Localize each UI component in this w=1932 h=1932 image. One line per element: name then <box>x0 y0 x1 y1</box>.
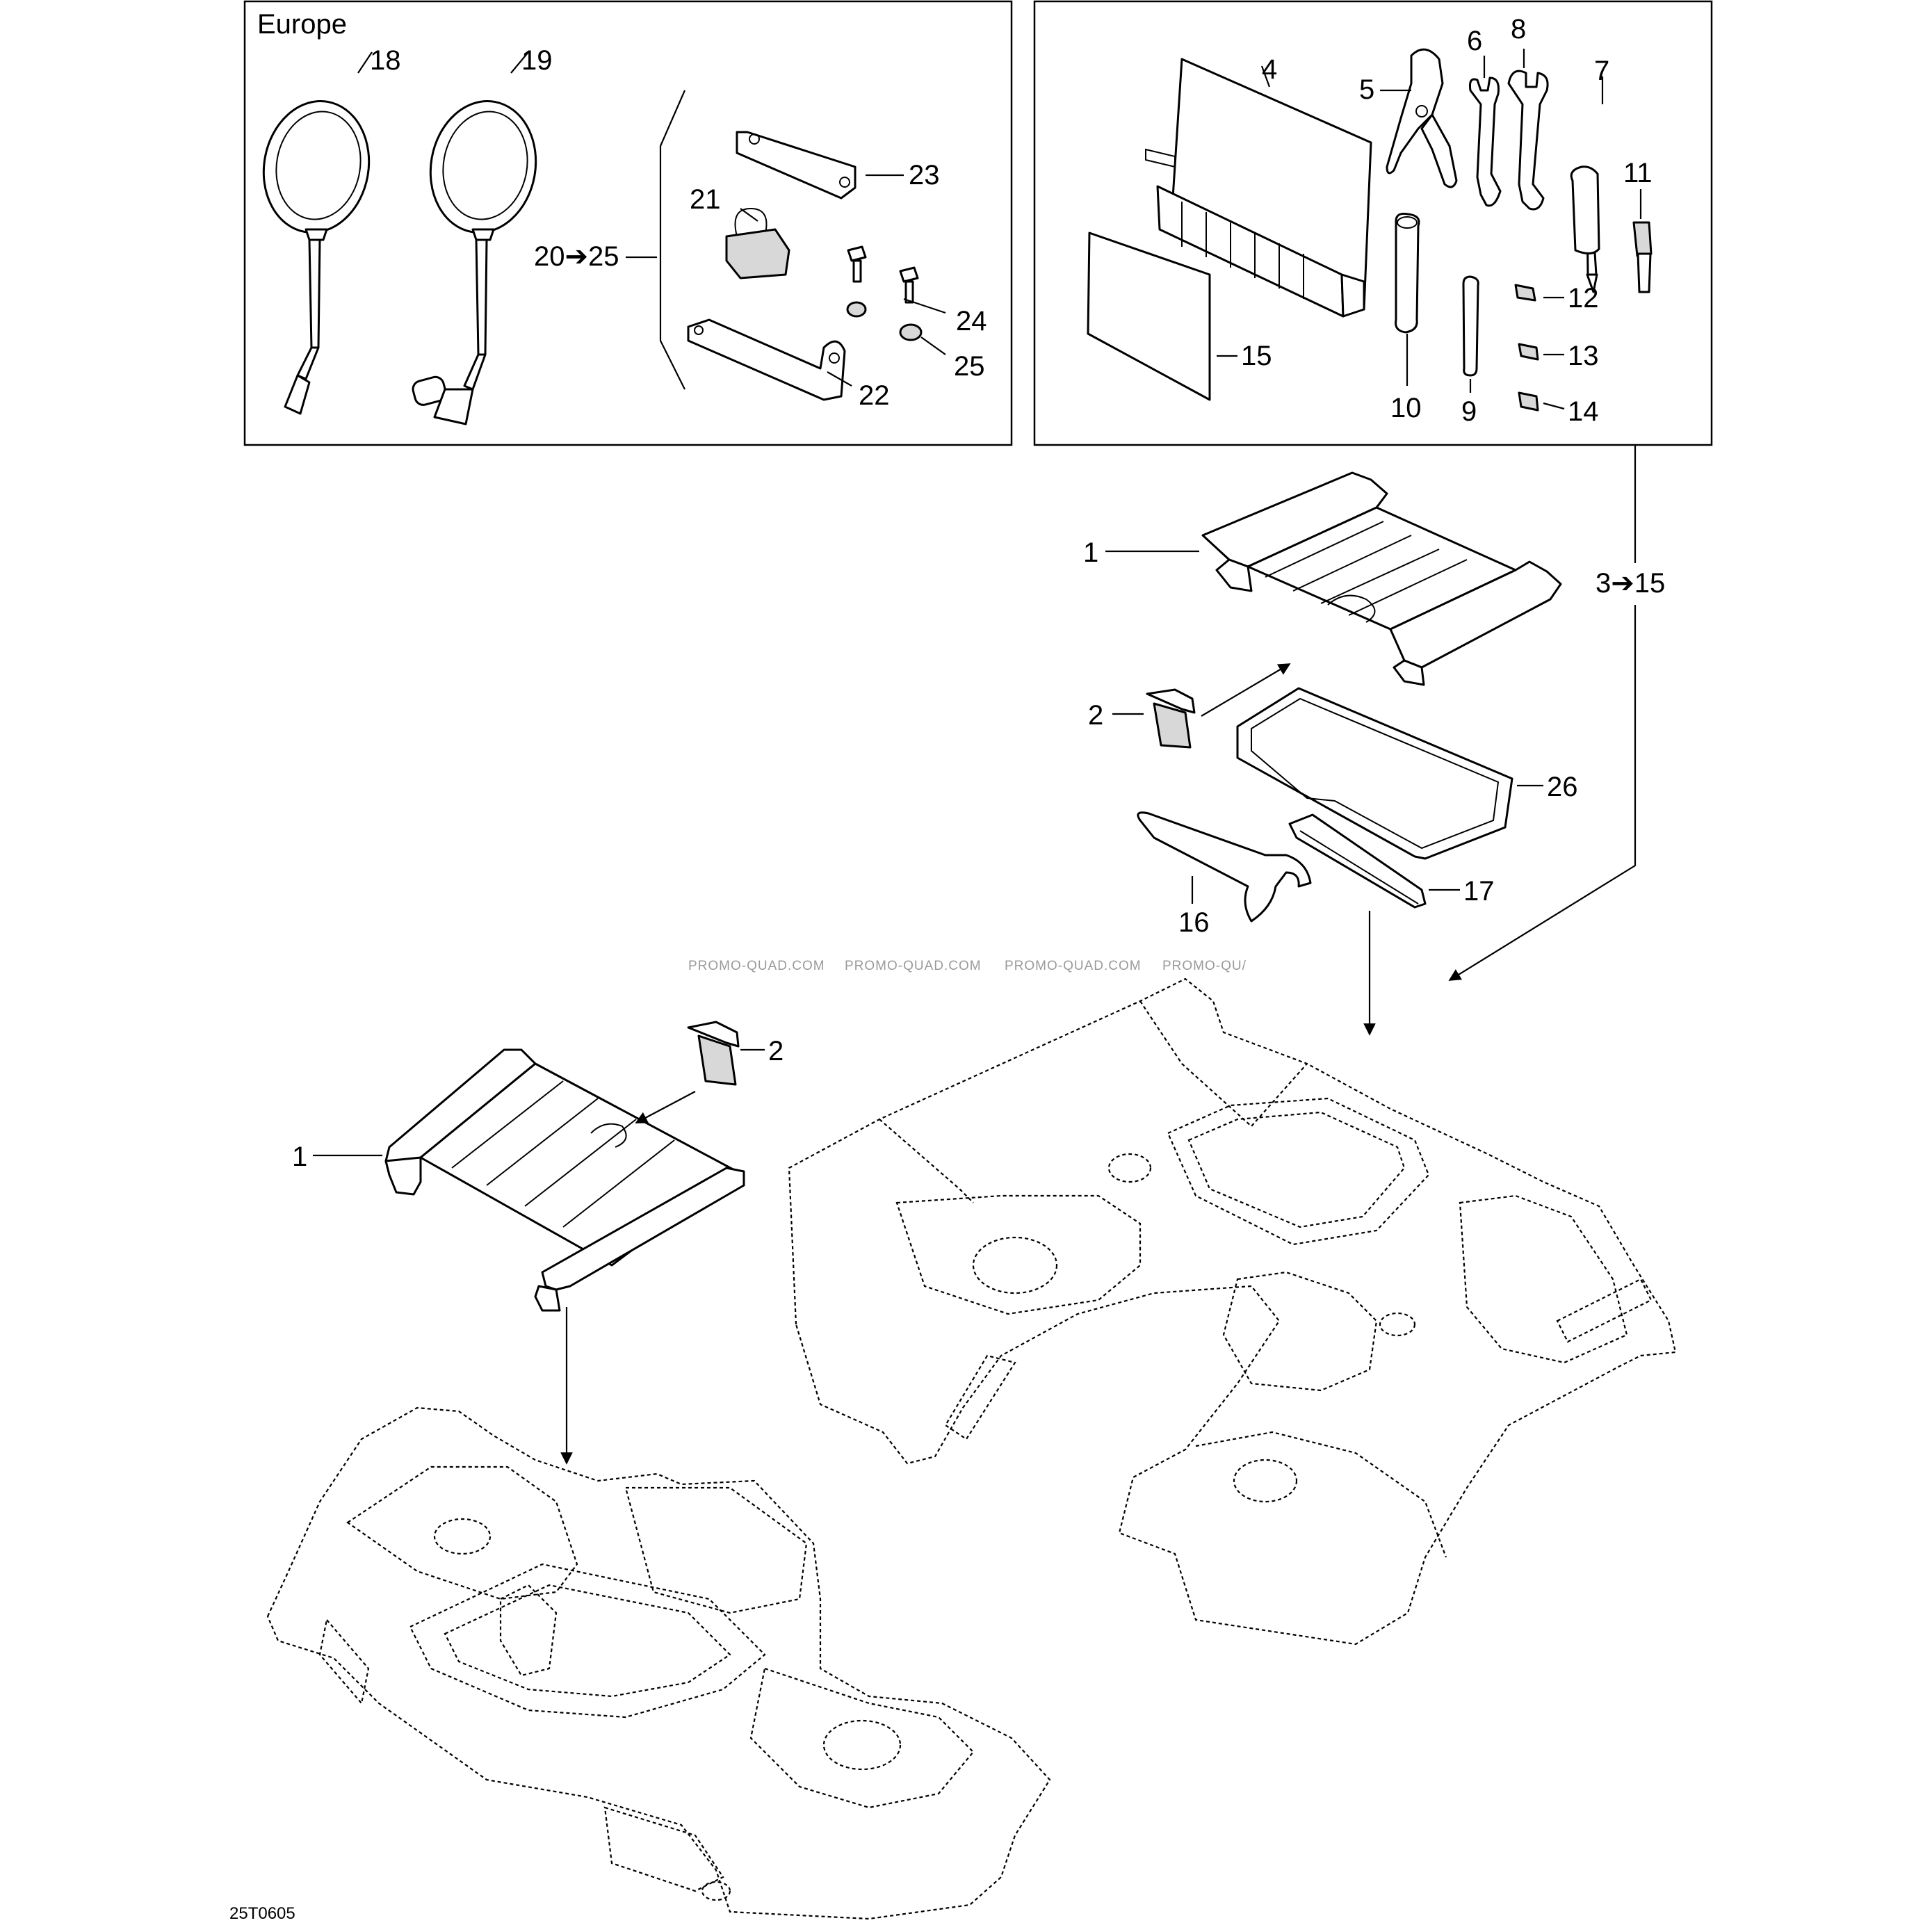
callout-3-15: 3➔15 <box>1596 568 1665 599</box>
callout-14: 14 <box>1568 396 1599 427</box>
part-4-tool-bag <box>1145 58 1372 318</box>
toolkit-frame <box>1033 0 1713 446</box>
part-7-screwdriver <box>1570 165 1600 293</box>
part-12-fuse <box>1514 284 1536 302</box>
watermark: PROMO-QUAD.COM <box>1005 959 1142 973</box>
callout-26: 26 <box>1547 772 1578 802</box>
callout-2-lower: 2 <box>768 1036 784 1066</box>
part-19-mirror <box>412 100 537 425</box>
callout-1: 1 <box>1083 537 1098 568</box>
callout-11: 11 <box>1623 158 1653 188</box>
part-1-front-rack <box>384 1048 745 1312</box>
part-24-bolts <box>847 245 919 304</box>
part-1-rear-rack <box>1201 471 1562 686</box>
region-label: Europe <box>257 9 347 40</box>
callout-2: 2 <box>1088 700 1103 731</box>
callout-19: 19 <box>521 45 553 76</box>
callout-6: 6 <box>1467 26 1482 56</box>
part-15-manual <box>1087 232 1211 401</box>
callout-15: 15 <box>1241 341 1272 371</box>
callout-5: 5 <box>1359 74 1374 105</box>
part-22-bracket <box>687 318 846 401</box>
part-13-fuse <box>1518 343 1539 361</box>
part-11-bit-driver <box>1632 221 1653 293</box>
part-25-nuts <box>846 301 923 341</box>
watermark: PROMO-QUAD.COM <box>688 959 825 973</box>
watermark: PROMO-QUAD.COM <box>845 959 982 973</box>
callout-25: 25 <box>954 351 985 382</box>
callout-16: 16 <box>1178 907 1210 938</box>
callout-13: 13 <box>1568 341 1599 371</box>
rear-fender-body <box>788 977 1677 1646</box>
callout-4: 4 <box>1262 54 1277 85</box>
callout-24: 24 <box>956 306 987 336</box>
part-23-bracket <box>736 131 857 200</box>
part-2-latch <box>687 1021 740 1086</box>
part-14-fuse <box>1518 391 1539 412</box>
part-8-wrench <box>1507 70 1549 211</box>
part-9-socket-wrench <box>1462 275 1479 377</box>
callout-21: 21 <box>690 184 721 215</box>
part-6-wrench <box>1469 76 1502 207</box>
group-brace-20-25 <box>659 90 686 390</box>
part-18-mirror <box>262 100 371 415</box>
part-26-gasket <box>1236 687 1513 860</box>
callout-8: 8 <box>1511 14 1526 44</box>
callout-9: 9 <box>1461 396 1477 427</box>
callout-22: 22 <box>859 380 890 411</box>
callout-12: 12 <box>1568 283 1599 314</box>
part-17-strap <box>1288 813 1427 909</box>
callout-20-25: 20➔25 <box>534 241 619 272</box>
callout-23: 23 <box>909 160 940 190</box>
part-5-pliers <box>1386 48 1458 188</box>
callout-7: 7 <box>1594 56 1609 86</box>
part-2-latch <box>1146 688 1196 749</box>
callout-17: 17 <box>1463 876 1495 907</box>
front-fender-body <box>266 1406 1051 1920</box>
part-16-spanner <box>1137 811 1312 923</box>
watermark: PROMO-QU/ <box>1162 959 1247 973</box>
callout-1-lower: 1 <box>292 1142 307 1172</box>
callout-10: 10 <box>1390 393 1422 423</box>
callout-18: 18 <box>370 45 401 76</box>
europe-frame <box>243 0 1013 446</box>
diagram-code: 25T0605 <box>229 1904 295 1923</box>
part-10-socket-wrench <box>1395 213 1420 334</box>
part-21-padlock <box>725 207 790 279</box>
